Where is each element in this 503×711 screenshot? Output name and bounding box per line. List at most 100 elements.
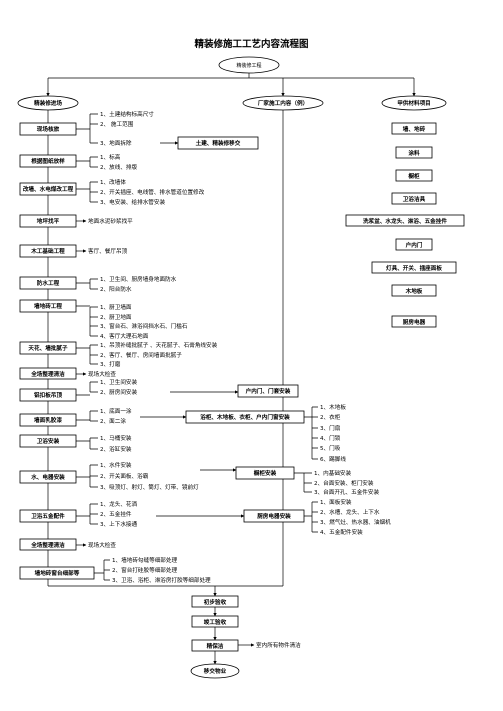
svg-text:3、电安装、给排水管安装: 3、电安装、给排水管安装 [100, 198, 165, 206]
svg-text:4、五金配件安装: 4、五金配件安装 [320, 528, 363, 536]
step-waterproof: 防水工程 1、卫生间、厨房墙身地面防水 2、阳台防水 [19, 275, 177, 293]
svg-text:2、开关插座、电线管、排水管道位置修改: 2、开关插座、电线管、排水管道位置修改 [100, 188, 205, 196]
svg-text:厨房电器: 厨房电器 [403, 318, 426, 326]
column-construction-label: 精装修进场 [34, 99, 62, 107]
step-carpentry: 木工基础工程 客厅、餐厅吊顶 [19, 244, 128, 258]
svg-text:1、土建结构标高尺寸: 1、土建结构标高尺寸 [100, 110, 154, 118]
factory-step-cupboard: 橱柜安装 1、内基础安装 2、台面安装、柜门安装 3、台面开孔、五金件安装 [235, 466, 379, 496]
svg-text:现场大检查: 现场大检查 [88, 541, 116, 549]
svg-text:2、窗台打硅胶等细部处理: 2、窗台打硅胶等细部处理 [112, 566, 177, 574]
svg-text:水、电器安装: 水、电器安装 [30, 473, 65, 481]
svg-text:浴柜、木地板、衣柜、户内门窗安装: 浴柜、木地板、衣柜、户内门窗安装 [200, 413, 290, 421]
handover-label: 土建、精装修移交 [196, 139, 241, 147]
svg-text:灯具、开关、插座面板: 灯具、开关、插座面板 [386, 264, 442, 272]
svg-text:2、客厅、餐厅、房间墙面批腻子: 2、客厅、餐厅、房间墙面批腻子 [100, 351, 182, 359]
svg-text:涂料: 涂料 [408, 149, 420, 157]
svg-text:根据图纸放样: 根据图纸放样 [31, 157, 65, 165]
svg-text:1、底面一涂: 1、底面一涂 [100, 407, 132, 415]
svg-text:5、门吸: 5、门吸 [320, 444, 341, 452]
svg-text:2、 施工范围: 2、 施工范围 [100, 120, 134, 128]
svg-text:2、台面安装、柜门安装: 2、台面安装、柜门安装 [314, 479, 374, 487]
svg-text:1、卫生间、厨房墙身地面防水: 1、卫生间、厨房墙身地面防水 [100, 275, 177, 283]
factory-step-door: 户内门、门套安装 [237, 384, 299, 398]
svg-text:3、台面开孔、五金件安装: 3、台面开孔、五金件安装 [314, 488, 379, 496]
step-wall-mep: 改墙、水电煤改工程 1、改墙体 2、开关插座、电线管、排水管道位置修改 3、电安… [19, 178, 205, 206]
svg-text:2、面二涂: 2、面二涂 [100, 417, 126, 425]
svg-text:3、窗台石、淋浴间挡水石、门槛石: 3、窗台石、淋浴间挡水石、门槛石 [100, 322, 188, 330]
final-steps: 初步验收 竣工验收 精保洁 室内所有物件清洁 移交物业 [190, 595, 301, 679]
start-label: 精装修工程 [236, 62, 261, 69]
svg-text:4、客厅大理石地面: 4、客厅大理石地面 [100, 332, 149, 340]
svg-text:3、吸顶灯、射灯、筒灯、灯带、镜前灯: 3、吸顶灯、射灯、筒灯、灯带、镜前灯 [100, 483, 199, 491]
page-title: 精装修施工工艺内容流程图 [194, 39, 309, 50]
svg-text:防水工程: 防水工程 [37, 279, 60, 287]
svg-text:1、龙头、花洒: 1、龙头、花洒 [100, 500, 138, 508]
svg-text:2、阳台防水: 2、阳台防水 [100, 285, 132, 293]
svg-text:地坪找平: 地坪找平 [37, 217, 60, 225]
step-sanitary: 卫浴安装 1、马桶安装 2、浴缸安装 [19, 434, 132, 453]
svg-text:卫浴洁具: 卫浴洁具 [403, 195, 426, 203]
svg-text:橱柜: 橱柜 [408, 172, 420, 180]
svg-text:2、开关面板、浴霸: 2、开关面板、浴霸 [100, 472, 149, 480]
step-cleanup-2: 全场整理清洁 现场大检查 [19, 538, 116, 551]
svg-text:移交物业: 移交物业 [204, 667, 227, 675]
factory-step-kitchen-appliance: 厨房电器安装 1、面板安装 2、水槽、龙头、上下水 3、燃气灶、热水器、油烟机 … [243, 498, 391, 536]
step-detail: 墙地砖窗台细部等 1、墙地砖勾缝等细部处理 2、窗台打硅胶等细部处理 3、卫浴、… [19, 556, 211, 584]
svg-text:木地板: 木地板 [405, 287, 423, 295]
svg-text:竣工验收: 竣工验收 [204, 618, 227, 626]
svg-text:1、改墙体: 1、改墙体 [100, 178, 126, 186]
step-hardware: 卫浴五金配件 1、龙头、花洒 2、五金挂件 3、上下水接通 [19, 500, 245, 528]
svg-text:户内门、门套安装: 户内门、门套安装 [246, 387, 291, 395]
svg-text:洗浆盆、水龙头、淋浴、五金挂件: 洗浆盆、水龙头、淋浴、五金挂件 [363, 217, 447, 225]
svg-text:2、厨房间安装: 2、厨房间安装 [100, 388, 138, 396]
svg-text:厨房电器安装: 厨房电器安装 [257, 512, 291, 520]
svg-text:1、木地板: 1、木地板 [320, 403, 346, 411]
svg-text:现场核旅: 现场核旅 [37, 125, 60, 133]
step-site-survey: 现场核旅 1、土建结构标高尺寸 2、 施工范围 3、地面拆除 [19, 110, 179, 147]
column-factory-label: 厂家施工内容（例） [258, 99, 308, 107]
svg-text:地面水泥砂浆找平: 地面水泥砂浆找平 [88, 217, 133, 225]
svg-text:卫浴五金配件: 卫浴五金配件 [31, 512, 65, 520]
svg-text:2、厨卫地面: 2、厨卫地面 [100, 313, 132, 321]
svg-text:精保洁: 精保洁 [207, 642, 224, 650]
svg-text:2、水槽、龙头、上下水: 2、水槽、龙头、上下水 [320, 508, 380, 516]
svg-text:3、打磨: 3、打磨 [100, 360, 121, 368]
svg-text:改墙、水电煤改工程: 改墙、水电煤改工程 [23, 185, 74, 193]
svg-text:天花、墙批腻子: 天花、墙批腻子 [28, 344, 68, 352]
svg-text:2、浴缸安装: 2、浴缸安装 [100, 445, 132, 453]
svg-text:全场整理清洁: 全场整理清洁 [30, 370, 65, 378]
svg-text:1、吊顶补缝批腻子 、天花腻子、石膏角线安装: 1、吊顶补缝批腻子 、天花腻子、石膏角线安装 [100, 341, 218, 349]
handover-box [177, 136, 259, 150]
svg-text:铝扣板吊顶: 铝扣板吊顶 [34, 391, 62, 399]
svg-text:全场整理清洁: 全场整理清洁 [30, 541, 65, 549]
step-putty: 天花、墙批腻子 1、吊顶补缝批腻子 、天花腻子、石膏角线安装 2、客厅、餐厅、房… [19, 341, 218, 368]
svg-text:初步验收: 初步验收 [204, 598, 227, 606]
column-owner-oval [381, 95, 447, 111]
svg-text:1、卫生间安装: 1、卫生间安装 [100, 378, 138, 386]
factory-step-cabinet-floor: 浴柜、木地板、衣柜、户内门窗安装 1、木地板 2、衣柜 3、门扇 4、门锁 5、… [185, 403, 346, 463]
svg-text:3、地面拆除: 3、地面拆除 [100, 139, 132, 147]
step-ceiling: 铝扣板吊顶 1、卫生间安装 2、厨房间安装 [19, 378, 239, 402]
step-layout: 根据图纸放样 1、标高 2、放线、排版 [19, 153, 138, 171]
step-water-electric: 水、电器安装 1、水件安装 2、开关面板、浴霸 3、吸顶灯、射灯、筒灯、灯带、镜… [19, 461, 237, 491]
step-tiling: 墙地砖工程 1、厨卫墙面 2、厨卫地面 3、窗台石、淋浴间挡水石、门槛石 4、客… [19, 299, 188, 340]
step-cleanup-1: 全场整理清洁 现场大检查 [19, 367, 116, 380]
owner-items: 墙、地砖 涂料 橱柜 卫浴洁具 洗浆盆、水龙头、淋浴、五金挂件 户内门 灯具、开… [345, 122, 465, 328]
svg-text:2、五金挂件: 2、五金挂件 [100, 510, 132, 518]
step-paint: 墙面乳胶漆 1、底面一涂 2、面二涂 [19, 407, 187, 427]
svg-text:木工基础工程: 木工基础工程 [30, 247, 65, 255]
svg-text:3、卫浴、浴柜、淋浴房打胶等细部处理: 3、卫浴、浴柜、淋浴房打胶等细部处理 [112, 576, 211, 584]
column-owner-label: 甲供材料项目 [397, 99, 431, 107]
svg-text:6、踢脚线: 6、踢脚线 [320, 455, 346, 463]
svg-text:1、内基础安装: 1、内基础安装 [314, 469, 352, 477]
svg-text:2、衣柜: 2、衣柜 [320, 413, 341, 421]
svg-text:客厅、餐厅吊顶: 客厅、餐厅吊顶 [88, 247, 128, 255]
svg-text:1、水件安装: 1、水件安装 [100, 461, 132, 469]
svg-text:户内门: 户内门 [406, 241, 423, 249]
svg-text:1、墙地砖勾缝等细部处理: 1、墙地砖勾缝等细部处理 [112, 556, 177, 564]
svg-text:1、马桶安装: 1、马桶安装 [100, 434, 132, 442]
svg-text:1、厨卫墙面: 1、厨卫墙面 [100, 303, 132, 311]
svg-text:卫浴安装: 卫浴安装 [37, 437, 60, 445]
svg-text:1、面板安装: 1、面板安装 [320, 498, 352, 506]
